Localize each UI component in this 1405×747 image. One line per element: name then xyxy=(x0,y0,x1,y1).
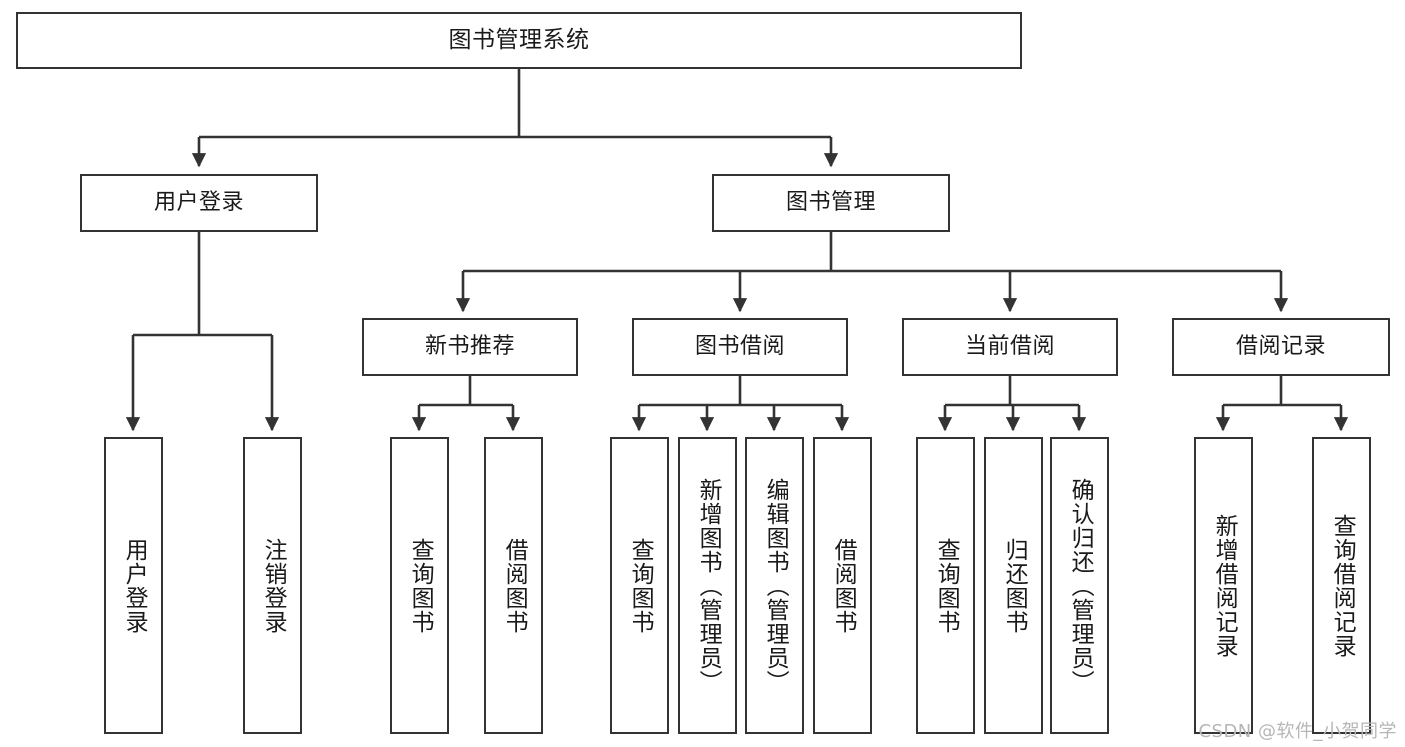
node-leaf-query-borrow-record-label: 查询借阅记录 xyxy=(1329,513,1356,658)
node-leaf-add-borrow-record-label: 新增借阅记录 xyxy=(1211,513,1238,658)
node-leaf-user-logout-label: 注销登录 xyxy=(260,537,287,634)
node-book-management[interactable]: 图书管理 xyxy=(712,174,950,232)
node-leaf-query-book-3[interactable]: 查询图书 xyxy=(916,437,975,734)
node-leaf-user-logout[interactable]: 注销登录 xyxy=(243,437,302,734)
node-user-login[interactable]: 用户登录 xyxy=(80,174,318,232)
node-book-borrow-label: 图书借阅 xyxy=(694,333,785,359)
node-book-borrow[interactable]: 图书借阅 xyxy=(632,318,848,376)
node-leaf-borrow-book-1-label: 借阅图书 xyxy=(501,537,528,634)
node-current-borrow-label: 当前借阅 xyxy=(964,333,1055,359)
node-leaf-query-book-1[interactable]: 查询图书 xyxy=(390,437,449,734)
node-current-borrow[interactable]: 当前借阅 xyxy=(902,318,1118,376)
node-leaf-return-book[interactable]: 归还图书 xyxy=(984,437,1043,734)
node-leaf-confirm-return-admin[interactable]: 确认归还（管理员） xyxy=(1050,437,1109,734)
node-leaf-query-book-3-label: 查询图书 xyxy=(933,537,960,634)
node-leaf-return-book-label: 归还图书 xyxy=(1001,537,1028,634)
node-leaf-add-borrow-record[interactable]: 新增借阅记录 xyxy=(1194,437,1253,734)
node-leaf-user-login-label: 用户登录 xyxy=(121,537,148,634)
node-leaf-query-book-2[interactable]: 查询图书 xyxy=(610,437,669,734)
node-leaf-edit-book-admin-label: 编辑图书（管理员） xyxy=(762,477,789,694)
node-leaf-user-login[interactable]: 用户登录 xyxy=(104,437,163,734)
node-user-login-label: 用户登录 xyxy=(153,189,244,215)
node-root-label: 图书管理系统 xyxy=(448,26,590,53)
node-leaf-borrow-book-2[interactable]: 借阅图书 xyxy=(813,437,872,734)
node-leaf-query-borrow-record[interactable]: 查询借阅记录 xyxy=(1312,437,1371,734)
node-leaf-confirm-return-admin-label: 确认归还（管理员） xyxy=(1067,477,1094,694)
node-leaf-query-book-1-label: 查询图书 xyxy=(407,537,434,634)
node-leaf-borrow-book-2-label: 借阅图书 xyxy=(830,537,857,634)
node-leaf-add-book-admin-label: 新增图书（管理员） xyxy=(695,477,722,694)
node-root-system[interactable]: 图书管理系统 xyxy=(16,12,1022,69)
node-leaf-edit-book-admin[interactable]: 编辑图书（管理员） xyxy=(745,437,804,734)
node-leaf-query-book-2-label: 查询图书 xyxy=(627,537,654,634)
node-new-book-recommend-label: 新书推荐 xyxy=(424,333,515,359)
node-borrow-record[interactable]: 借阅记录 xyxy=(1172,318,1390,376)
node-borrow-record-label: 借阅记录 xyxy=(1235,333,1326,359)
node-leaf-borrow-book-1[interactable]: 借阅图书 xyxy=(484,437,543,734)
node-new-book-recommend[interactable]: 新书推荐 xyxy=(362,318,578,376)
node-leaf-add-book-admin[interactable]: 新增图书（管理员） xyxy=(678,437,737,734)
node-book-management-label: 图书管理 xyxy=(785,189,876,215)
